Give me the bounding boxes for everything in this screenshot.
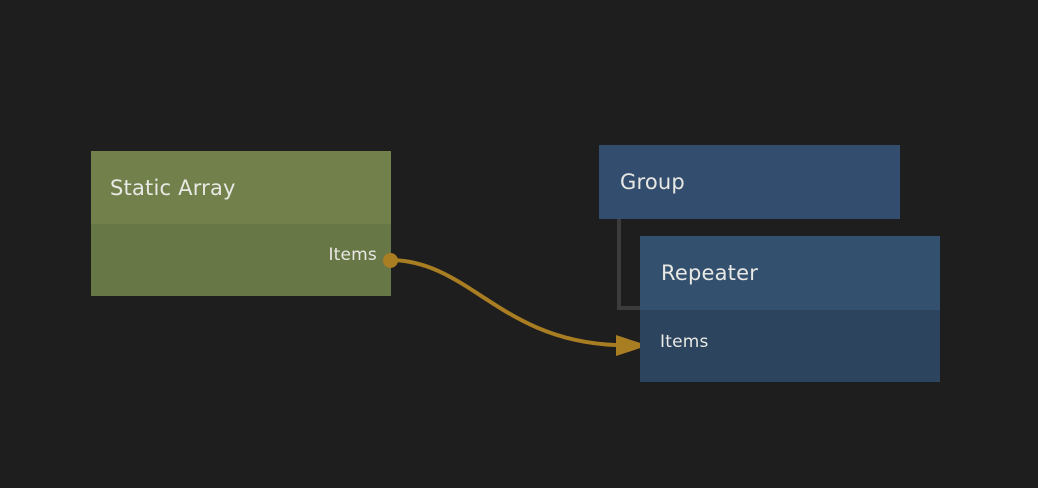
node-repeater-header[interactable]: Repeater <box>640 236 940 310</box>
node-repeater[interactable]: Repeater Items <box>640 236 940 382</box>
port-row-static-array-items[interactable]: Items <box>328 245 377 265</box>
node-group-title: Group <box>620 170 685 194</box>
port-label-repeater-items: Items <box>660 332 709 352</box>
node-static-array-body: Items <box>91 224 391 296</box>
node-repeater-title: Repeater <box>661 261 759 285</box>
node-static-array-title: Static Array <box>110 175 236 200</box>
node-static-array[interactable]: Static Array Items <box>91 151 391 296</box>
node-repeater-body: Items <box>640 310 940 382</box>
connection-items-to-items[interactable] <box>390 258 617 347</box>
hierarchy-link-group-repeater <box>617 219 640 310</box>
port-label-static-array-items: Items <box>328 245 377 265</box>
node-group-header[interactable]: Group <box>599 145 900 219</box>
port-row-repeater-items[interactable]: Items <box>660 332 709 352</box>
output-port-dot-static-array-items[interactable] <box>383 253 398 268</box>
node-static-array-header[interactable]: Static Array <box>91 151 391 224</box>
node-group[interactable]: Group <box>599 145 900 219</box>
